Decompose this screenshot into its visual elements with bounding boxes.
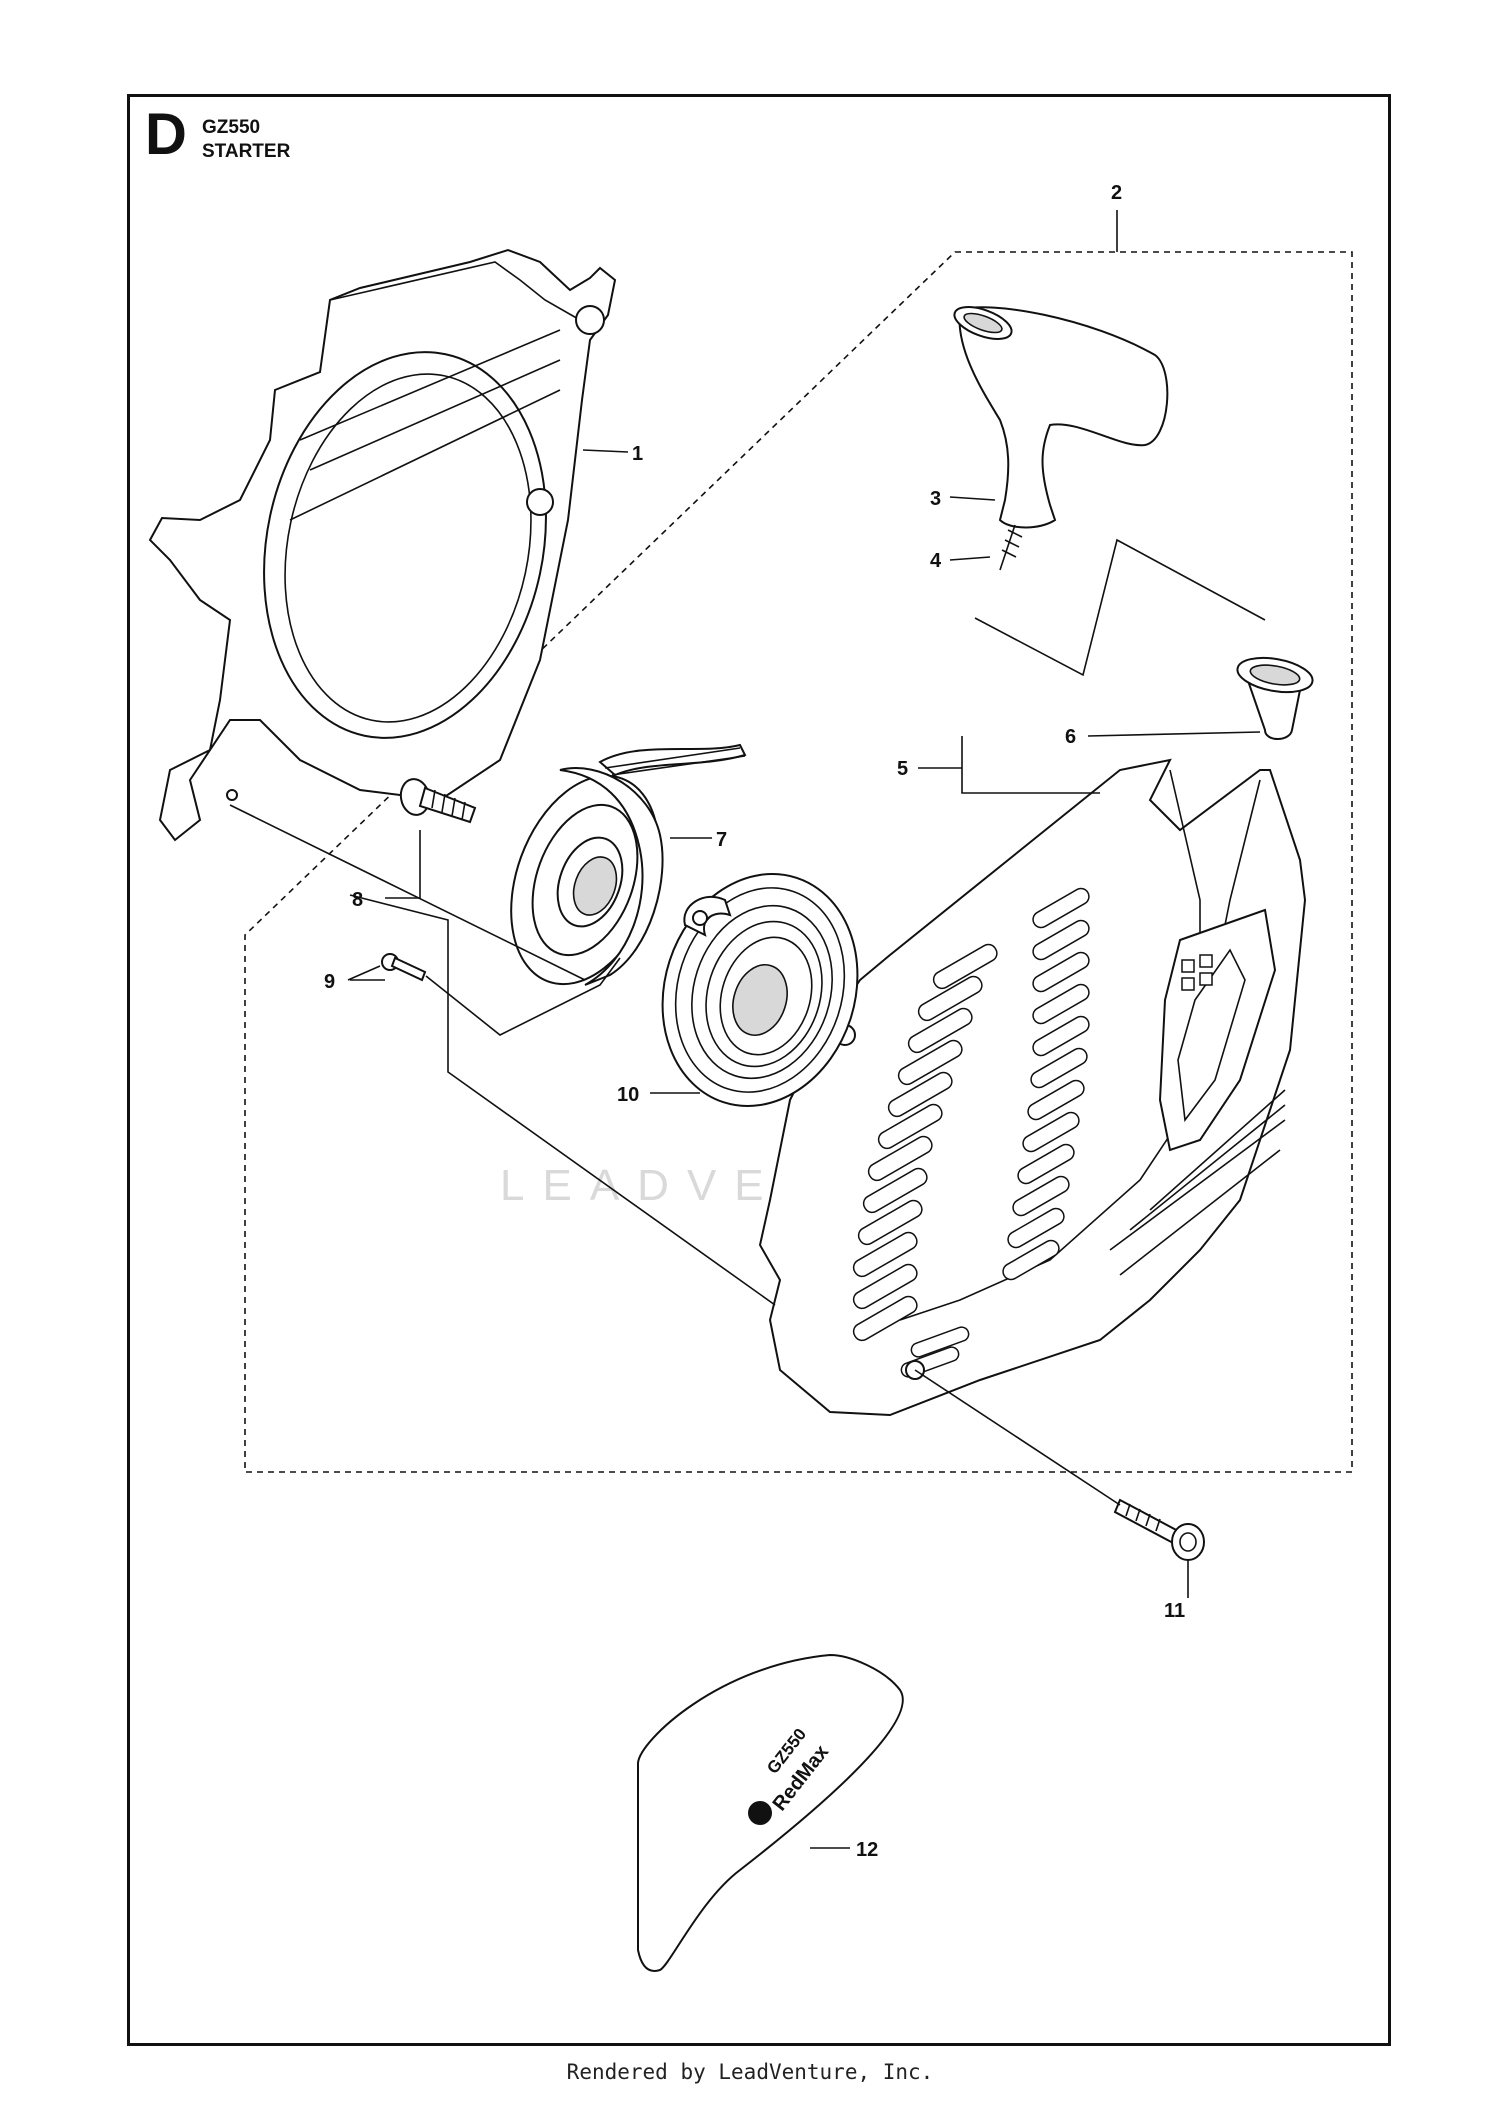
callout-7: 7 [716, 829, 727, 851]
callout-2: 2 [1111, 182, 1122, 204]
callout-3: 3 [930, 488, 941, 510]
callout-11: 11 [1164, 1600, 1185, 1622]
pulley-screw [399, 778, 477, 824]
starter-cover [758, 758, 1307, 1417]
callout-9: 9 [324, 971, 335, 993]
footer-credit: Rendered by LeadVenture, Inc. [566, 2060, 934, 2084]
recoil-spring [661, 872, 859, 1108]
section-letter: D [145, 102, 187, 167]
decal-logo-mark [748, 1801, 772, 1825]
callout-8: 8 [352, 889, 363, 911]
kit-boundary [244, 251, 1353, 1473]
callout-12: 12 [856, 1839, 878, 1861]
vent-slots-middle [1002, 887, 1090, 1281]
diagram-frame [127, 94, 1391, 2046]
starter-handle [953, 306, 1169, 529]
callout-4: 4 [930, 550, 942, 572]
cover-screw [1113, 1498, 1205, 1561]
rope-bushing [1236, 656, 1314, 740]
rope-pulley [510, 743, 747, 986]
decal: GZ550 RedMax [637, 1653, 904, 1972]
fan-housing [148, 248, 617, 842]
starter-rope [999, 524, 1023, 571]
callout-6: 6 [1065, 726, 1076, 748]
callout-1: 1 [632, 443, 643, 465]
leader-lines [229, 210, 1261, 1849]
vent-slots-left [852, 943, 998, 1342]
leader-rope-bushing [974, 538, 1266, 677]
section-title: STARTER [202, 141, 291, 162]
spring-screw [381, 953, 427, 982]
callout-10: 10 [617, 1084, 639, 1106]
callout-5: 5 [897, 758, 908, 780]
model-label: GZ550 [202, 117, 261, 138]
